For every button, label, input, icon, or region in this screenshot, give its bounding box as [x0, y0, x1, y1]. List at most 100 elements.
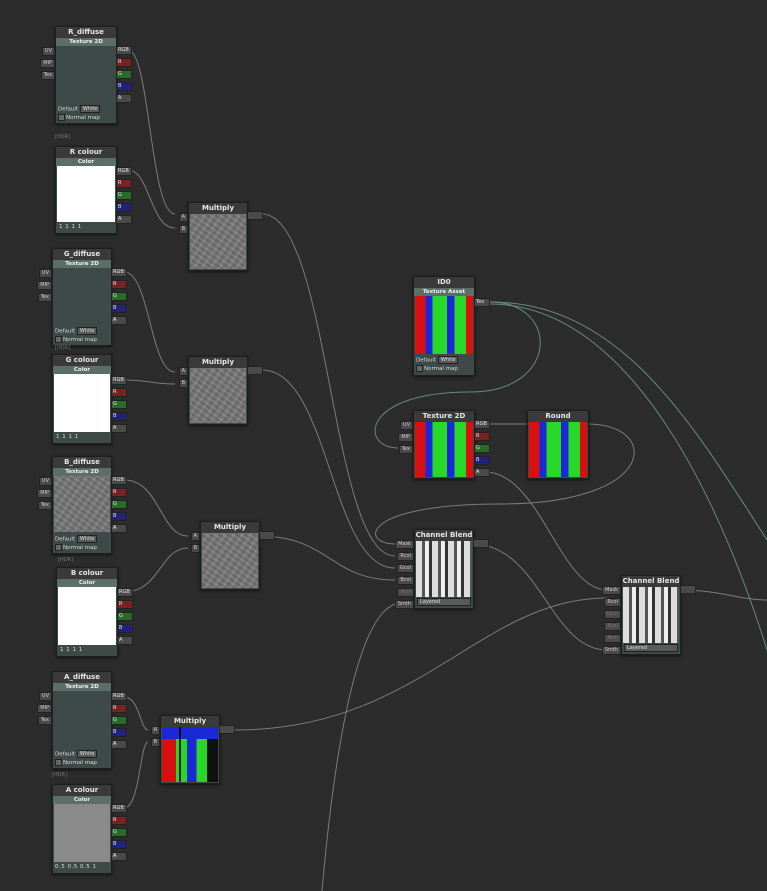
output-port-g[interactable]: G — [111, 500, 127, 509]
input-port-rcol[interactable]: Rcol — [604, 598, 621, 607]
channel-blend-node-1[interactable]: Channel Blend Mask Rcol Gcol Bcol Acol S… — [394, 529, 474, 609]
output-port-a[interactable]: A — [111, 852, 127, 861]
input-port-smth[interactable]: Smth — [394, 600, 414, 609]
color-values[interactable]: 1 1 1 1 — [56, 434, 79, 440]
output-port-g[interactable]: G — [474, 444, 490, 453]
output-port-b[interactable]: B — [116, 203, 132, 212]
input-port-tex[interactable]: Tex — [37, 501, 52, 510]
input-port-mip[interactable]: MIP — [37, 489, 52, 498]
input-port-smth[interactable]: Smth — [601, 646, 621, 655]
output-port-a[interactable]: A — [111, 316, 127, 325]
input-port-mip[interactable]: MIP — [40, 59, 55, 68]
default-dropdown[interactable]: White — [76, 327, 98, 335]
input-port-rcol[interactable]: Rcol — [397, 552, 414, 561]
normal-map-checkbox[interactable] — [55, 336, 62, 343]
output-port-b[interactable]: B — [111, 728, 127, 737]
default-dropdown[interactable]: White — [76, 750, 98, 758]
a-colour-node[interactable]: A colour Color 0.5 0.5 0.5 1 — [52, 784, 112, 874]
output-port-r[interactable]: R — [116, 179, 132, 188]
normal-map-row[interactable]: Normal map — [55, 544, 97, 551]
normal-map-row[interactable]: Normal map — [58, 114, 100, 121]
output-port-rgb[interactable]: RGB — [111, 692, 127, 701]
output-port-rgb[interactable]: RGB — [117, 588, 133, 597]
output-port-a[interactable]: A — [474, 468, 490, 477]
output-port-b[interactable]: B — [111, 304, 127, 313]
normal-map-checkbox[interactable] — [416, 365, 423, 372]
input-port-uv[interactable]: UV — [41, 47, 55, 56]
input-port-mip[interactable]: MIP — [398, 433, 413, 442]
output-port-a[interactable]: A — [116, 94, 132, 103]
output-port-result[interactable] — [473, 539, 489, 548]
color-values[interactable]: 1 1 1 1 — [59, 224, 82, 230]
color-preview-swatch[interactable] — [57, 166, 115, 222]
output-port-b[interactable]: B — [116, 82, 132, 91]
color-preview-swatch[interactable] — [54, 374, 110, 432]
output-port-b[interactable]: B — [111, 840, 127, 849]
output-port-b[interactable]: B — [474, 456, 490, 465]
input-port-gcol[interactable]: Gcol — [603, 610, 621, 619]
g-colour-node[interactable]: G colour Color 1 1 1 1 — [52, 354, 112, 444]
input-port-uv[interactable]: UV — [399, 421, 413, 430]
multiply-node-2[interactable]: Multiply A B — [178, 356, 248, 425]
normal-map-row[interactable]: Normal map — [55, 759, 97, 766]
default-dropdown[interactable]: White — [437, 356, 459, 364]
input-port-b[interactable]: B — [178, 225, 188, 234]
b-diffuse-node[interactable]: B_diffuse Texture 2D UV MIP Tex Default … — [37, 456, 112, 554]
input-port-b[interactable]: B — [178, 379, 188, 388]
input-port-acol[interactable]: Acol — [397, 588, 414, 597]
output-port-r[interactable]: R — [111, 704, 127, 713]
blend-mode-dropdown[interactable]: Layered — [624, 644, 678, 652]
input-port-gcol[interactable]: Gcol — [396, 564, 414, 573]
input-port-a[interactable]: A — [150, 726, 160, 735]
output-port-rgb[interactable]: RGB — [111, 268, 127, 277]
output-port-result[interactable] — [247, 366, 263, 375]
output-port-tex[interactable]: Tex — [474, 298, 490, 307]
normal-map-row[interactable]: Normal map — [55, 336, 97, 343]
normal-map-row[interactable]: Normal map — [416, 365, 458, 372]
multiply-node-4[interactable]: Multiply A B — [150, 715, 220, 784]
multiply-node-1[interactable]: Multiply A B — [178, 202, 248, 271]
default-dropdown[interactable]: White — [79, 105, 101, 113]
default-dropdown[interactable]: White — [76, 535, 98, 543]
input-port-tex[interactable]: Tex — [40, 71, 55, 80]
input-port-acol[interactable]: Acol — [604, 634, 621, 643]
id0-texture-asset-node[interactable]: ID0 Texture Asset Default White Normal m… — [413, 276, 475, 376]
output-port-result[interactable] — [219, 725, 235, 734]
input-port-uv[interactable]: UV — [38, 269, 52, 278]
output-port-rgb[interactable]: RGB — [116, 167, 132, 176]
input-port-tex[interactable]: Tex — [398, 445, 413, 454]
channel-blend-node-2[interactable]: Channel Blend Mask Rcol Gcol Bcol Acol S… — [601, 575, 681, 655]
input-port-tex[interactable]: Tex — [37, 716, 52, 725]
output-port-g[interactable]: G — [111, 828, 127, 837]
input-port-mip[interactable]: MIP — [37, 704, 52, 713]
output-port-a[interactable]: A — [117, 636, 133, 645]
output-port-b[interactable]: B — [117, 624, 133, 633]
color-values[interactable]: 0.5 0.5 0.5 1 — [55, 864, 97, 870]
r-colour-node[interactable]: R colour Color 1 1 1 1 — [55, 146, 117, 234]
input-port-mask[interactable]: Mask — [395, 540, 414, 549]
output-port-r[interactable]: R — [111, 388, 127, 397]
output-port-g[interactable]: G — [111, 716, 127, 725]
output-port-result[interactable] — [680, 585, 696, 594]
output-port-rgb[interactable]: RGB — [116, 46, 132, 55]
output-port-b[interactable]: B — [111, 512, 127, 521]
output-port-rgb[interactable]: RGB — [474, 420, 490, 429]
output-port-b[interactable]: B — [111, 412, 127, 421]
blend-mode-dropdown[interactable]: Layered — [417, 598, 471, 606]
output-port-r[interactable]: R — [474, 432, 490, 441]
output-port-a[interactable]: A — [111, 740, 127, 749]
output-port-result[interactable] — [247, 211, 263, 220]
input-port-bcol[interactable]: Bcol — [397, 576, 414, 585]
input-port-b[interactable]: B — [150, 738, 160, 747]
input-port-tex[interactable]: Tex — [37, 293, 52, 302]
round-node[interactable]: Round — [527, 410, 589, 479]
output-port-r[interactable]: R — [111, 816, 127, 825]
input-port-a[interactable]: A — [178, 213, 188, 222]
input-port-b[interactable]: B — [190, 544, 200, 553]
output-port-rgb[interactable]: RGB — [111, 376, 127, 385]
color-preview-swatch[interactable] — [58, 587, 116, 645]
color-values[interactable]: 1 1 1 1 — [60, 647, 83, 653]
output-port-r[interactable]: R — [117, 600, 133, 609]
a-diffuse-node[interactable]: A_diffuse Texture 2D UV MIP Tex Default … — [37, 671, 112, 769]
